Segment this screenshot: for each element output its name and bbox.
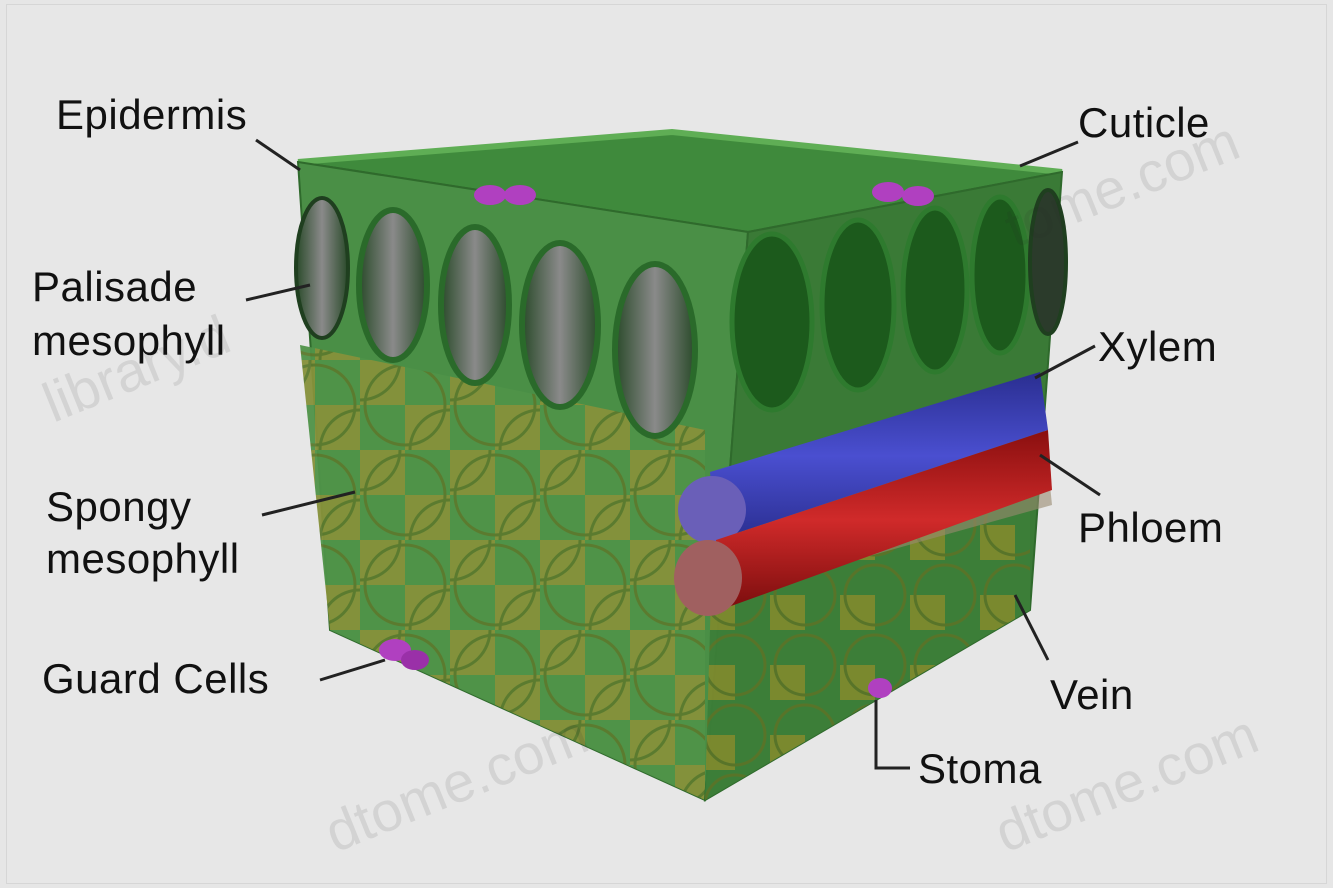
label-guard-cells: Guard Cells xyxy=(42,656,269,702)
phloem-end xyxy=(674,540,742,616)
label-phloem: Phloem xyxy=(1078,505,1223,551)
label-vein: Vein xyxy=(1050,672,1134,718)
label-epidermis: Epidermis xyxy=(56,92,247,138)
label-stoma: Stoma xyxy=(918,746,1042,792)
label-cuticle: Cuticle xyxy=(1078,100,1210,146)
label-palisade-line1: Palisade xyxy=(32,264,197,310)
label-spongy-line1: Spongy xyxy=(46,484,191,530)
label-spongy-line2: mesophyll xyxy=(46,536,240,582)
label-palisade-line2: mesophyll xyxy=(32,318,226,364)
label-xylem: Xylem xyxy=(1098,324,1217,370)
